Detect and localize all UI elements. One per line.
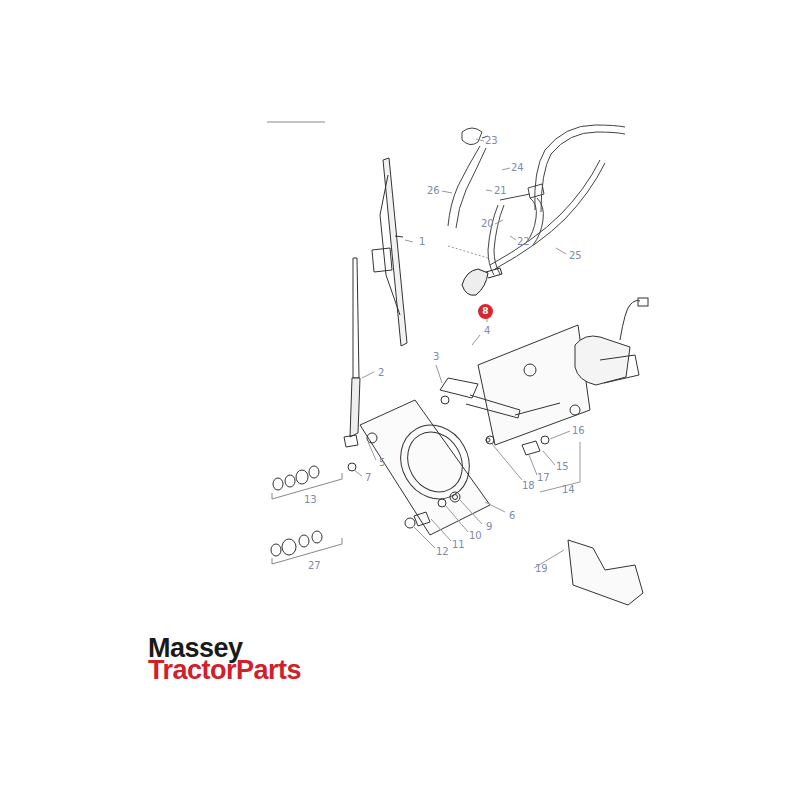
- callout-number: 4: [484, 326, 490, 336]
- callout-number: 13: [304, 495, 317, 505]
- callout-number: 17: [537, 473, 550, 483]
- callout-number: 26: [427, 186, 440, 196]
- callout-number: 27: [308, 561, 321, 571]
- wiper-arm: [344, 258, 360, 447]
- mounting-plate: [478, 325, 590, 445]
- callout-number: 6: [509, 511, 515, 521]
- callout-number: 24: [511, 163, 524, 173]
- callout-number: 22: [517, 237, 530, 247]
- wiper-motor: [575, 298, 648, 385]
- callout-number: 18: [522, 481, 535, 491]
- washer-kit: [271, 466, 342, 564]
- header-rule: [267, 122, 325, 123]
- wiper-linkage: [440, 378, 520, 418]
- callout-number: 3: [433, 352, 439, 362]
- base-plate: [360, 400, 490, 535]
- callout-number: 5: [379, 458, 385, 468]
- callout-number: 14: [562, 485, 575, 495]
- highlight-callout: 8: [478, 304, 493, 319]
- callout-number: 23: [485, 136, 498, 146]
- callout-number: 21: [494, 186, 507, 196]
- callout-number: 1: [419, 237, 425, 247]
- cover-bracket: [568, 540, 643, 605]
- callout-number: 9: [486, 522, 492, 532]
- callout-number: 10: [469, 531, 482, 541]
- callout-number: 25: [569, 251, 582, 261]
- callout-number: 12: [436, 547, 449, 557]
- fasteners: [348, 436, 549, 528]
- brand-logo: TractorParts: [148, 657, 301, 684]
- callout-number: 8: [482, 307, 488, 316]
- leader-lines: [354, 139, 580, 568]
- callout-number: 11: [452, 540, 465, 550]
- washer-nozzle: [462, 268, 502, 295]
- callout-number: 16: [572, 426, 585, 436]
- callout-number: 2: [378, 368, 384, 378]
- callout-number: 20: [481, 219, 494, 229]
- wiper-blade: [372, 158, 407, 346]
- washer-hoses: [448, 125, 625, 275]
- callout-number: 19: [535, 564, 548, 574]
- callout-number: 7: [365, 473, 371, 483]
- callout-number: 15: [556, 462, 569, 472]
